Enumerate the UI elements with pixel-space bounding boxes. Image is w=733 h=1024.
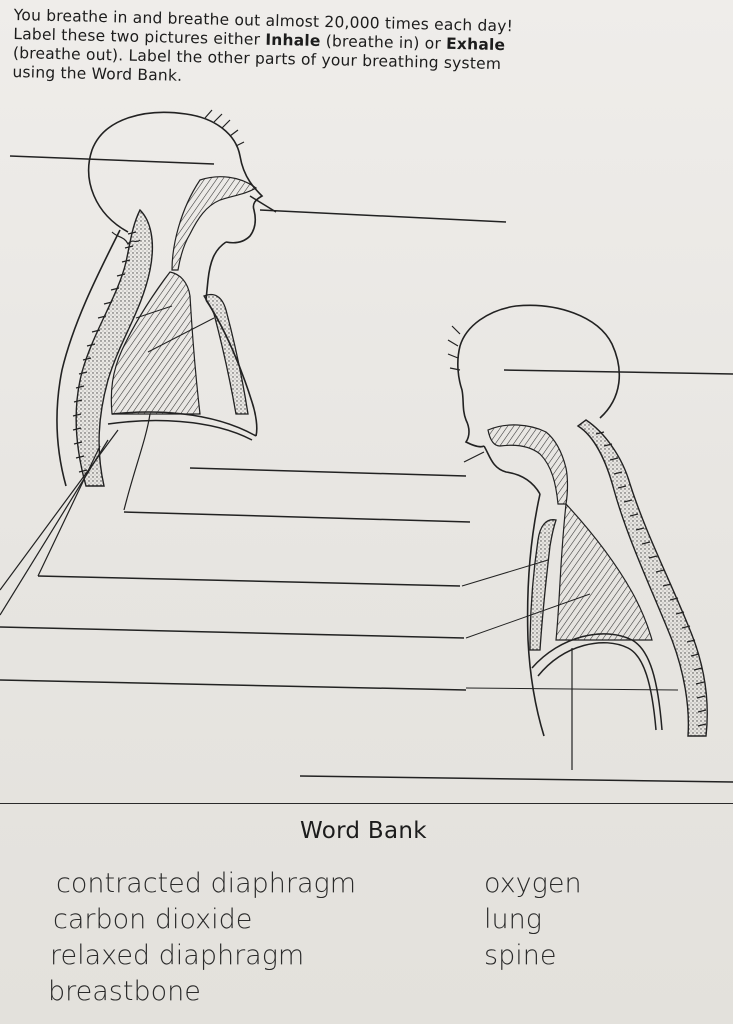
word-bank-item: contracted diaphragm xyxy=(56,868,357,899)
answer-line-diaphragm-one[interactable] xyxy=(123,511,471,523)
answer-line-figure-two[interactable] xyxy=(503,369,733,375)
figure-two-diaphragm xyxy=(531,633,663,731)
figure-two-diagram xyxy=(447,304,708,770)
answer-line-diaphragm-two[interactable] xyxy=(299,775,733,783)
word-bank-item: breastbone xyxy=(48,976,201,1007)
answer-line-figure-one[interactable] xyxy=(9,155,215,165)
figure-one-diagram xyxy=(0,109,264,616)
figure-two-lung xyxy=(555,502,653,641)
word-bank-item: relaxed diaphragm xyxy=(50,940,305,971)
figure-one-lung xyxy=(110,271,201,415)
figure-two-nasal-passage xyxy=(487,424,569,505)
figure-one-nasal-passage xyxy=(171,176,258,271)
answer-lines xyxy=(0,155,733,783)
word-bank-title: Word Bank xyxy=(300,818,427,844)
word-bank-left-column: contracted diaphragm carbon dioxide rela… xyxy=(48,866,356,1010)
word-bank-divider xyxy=(0,803,733,804)
word-bank-right-column: oxygen lung spine xyxy=(484,866,582,974)
figure-one-head xyxy=(88,111,264,244)
nose-arrow xyxy=(249,195,277,213)
answer-line-oxygen-arrow[interactable] xyxy=(259,209,507,223)
answer-line-exhaled-air[interactable] xyxy=(189,467,467,477)
figure-two-head xyxy=(457,304,621,448)
answer-line-spine[interactable] xyxy=(0,679,467,691)
figure-one-diaphragm xyxy=(107,411,257,441)
word-bank-item: oxygen xyxy=(484,868,582,899)
answer-line-breastbone[interactable] xyxy=(37,575,461,587)
figure-two-spine xyxy=(576,419,708,737)
figure-one-breastbone xyxy=(203,293,249,415)
answer-line-lung[interactable] xyxy=(0,626,465,639)
word-bank-item: lung xyxy=(484,904,542,935)
figure-two-breastbone xyxy=(529,519,557,651)
word-bank-item: carbon dioxide xyxy=(53,904,253,935)
word-bank-item: spine xyxy=(484,940,557,971)
